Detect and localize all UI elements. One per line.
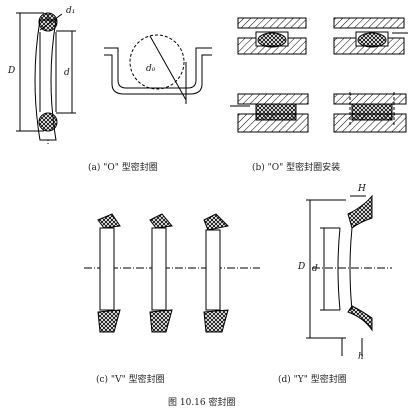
caption-b: (b) "O" 型密封圈安装 <box>252 163 341 173</box>
label-a-d: d <box>64 68 70 78</box>
o-ring-installation-views <box>230 17 408 133</box>
label-d-D: D <box>298 262 306 272</box>
caption-c: (c) "V" 型密封圈 <box>96 375 165 385</box>
v-seal-ring-2 <box>149 213 173 333</box>
label-d-d: d <box>312 264 318 274</box>
label-a-d1: d₁ <box>66 6 76 16</box>
label-d-h: h <box>358 352 364 362</box>
caption-a: (a) "O" 型密封圈 <box>88 163 158 173</box>
label-a-d0: d₀ <box>146 64 156 74</box>
v-seal-rings <box>84 213 260 333</box>
v-seal-ring-1 <box>97 213 121 333</box>
label-a-D: D <box>8 66 16 76</box>
figure-caption: 图 10.16 密封圈 <box>168 398 236 408</box>
v-seal-ring-3 <box>203 213 230 333</box>
label-d-H: H <box>358 184 366 194</box>
o-ring-section-view <box>16 12 76 145</box>
caption-d: (d) "Y" 型密封圈 <box>278 375 347 385</box>
y-seal-ring <box>306 194 392 356</box>
o-ring-groove-view <box>104 34 212 104</box>
